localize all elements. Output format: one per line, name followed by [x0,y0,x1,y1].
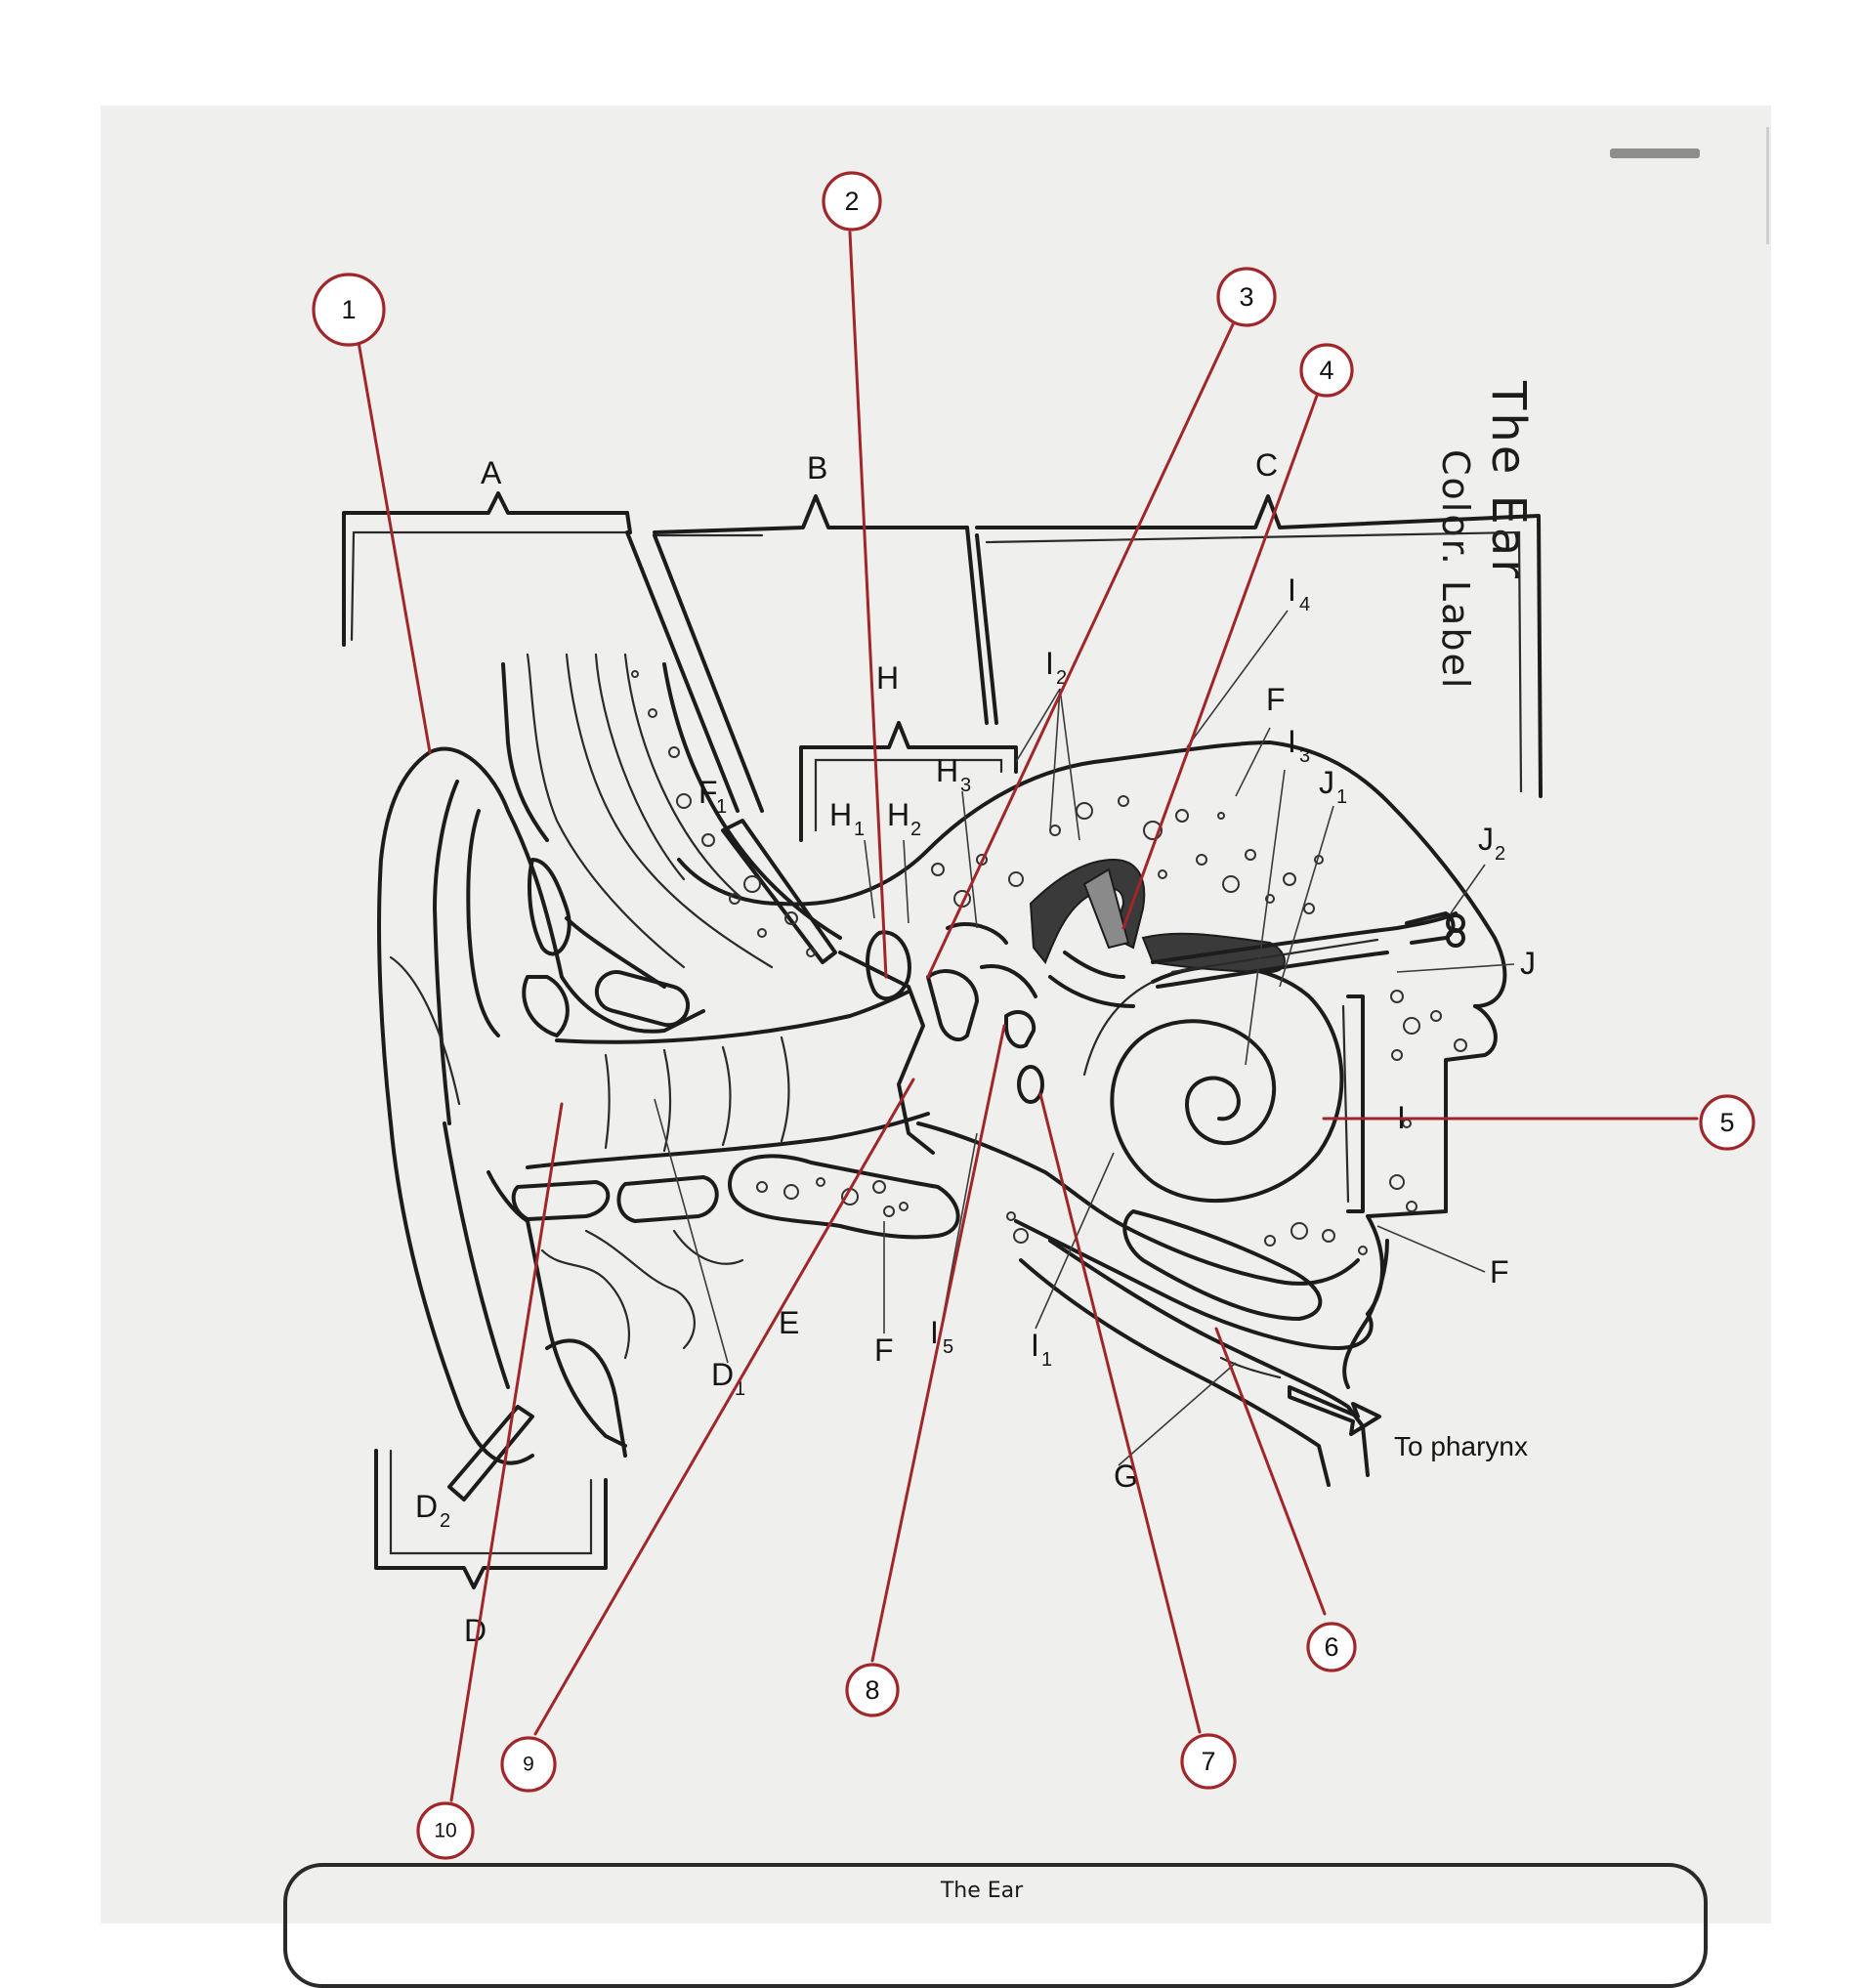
label-h2-sub: 2 [910,819,921,840]
marker-10: 10 [416,1801,475,1860]
label-j2-sub: 2 [1495,843,1505,865]
marker-8-text: 8 [865,1675,879,1705]
label-i5-sub: 5 [943,1336,953,1358]
marker-5: 5 [1699,1094,1755,1151]
label-d2: D [415,1489,438,1524]
label-i1: I [1031,1328,1039,1363]
region-labels: A B C H H 1 H 2 H 3 F 1 I 2 I 4 F I 3 J … [415,447,1536,1648]
label-j1-sub: 1 [1336,786,1347,808]
label-i4: I [1288,572,1296,608]
label-c: C [1255,447,1278,483]
label-j2: J [1478,822,1494,857]
label-h1-sub: 1 [854,819,865,840]
marker-7-text: 7 [1201,1747,1215,1776]
marker-5-text: 5 [1719,1108,1734,1137]
temporal-bone [677,740,1507,1487]
marker-3: 3 [1216,267,1277,327]
marker-9-text: 9 [523,1754,534,1776]
label-i2: I [1045,646,1054,681]
marker-4: 4 [1299,343,1354,398]
marker-9: 9 [500,1736,557,1793]
bracket-d [374,1449,608,1589]
label-d1: D [711,1357,734,1392]
ear-canal [526,990,930,1169]
marker-1-text: 1 [341,295,356,324]
marker-2-text: 2 [844,187,859,216]
label-f1: F [698,775,718,810]
label-a: A [481,455,502,490]
label-h: H [876,660,899,696]
label-f-top: F [1266,682,1286,717]
marker-1: 1 [312,273,386,347]
d2-arrow [447,1405,534,1502]
semicircular-canals [1029,858,1286,1008]
label-i2-sub: 2 [1056,667,1067,689]
label-f-right: F [1490,1254,1509,1290]
marker-6: 6 [1306,1622,1357,1672]
label-h2: H [887,797,909,832]
label-j: J [1520,946,1536,981]
worksheet-paper [101,106,1771,1924]
label-i1-sub: 1 [1041,1349,1052,1371]
bracket-i [1341,994,1365,1213]
letter-leaders [654,610,1515,1466]
bracket-h [799,721,1018,842]
label-j1: J [1319,765,1334,800]
label-f-bottom: F [874,1332,894,1368]
label-h1: H [829,797,852,832]
label-h3-sub: 3 [960,775,971,796]
marker-10-text: 10 [434,1820,456,1842]
upper-tissue [501,653,842,1037]
middle-ear [838,922,1044,1155]
marker-3-text: 3 [1239,282,1253,312]
scan-edge [1766,127,1769,244]
label-d1-sub: 1 [735,1378,745,1400]
marker-6-text: 6 [1324,1632,1338,1662]
marker-8: 8 [845,1663,900,1717]
label-h3: H [936,753,958,788]
label-e: E [779,1305,799,1340]
bone-cells [631,670,1467,1255]
footer-title: The Ear [940,1879,1024,1903]
label-i5: I [930,1315,939,1350]
red-leaders [357,231,1699,1802]
label-i3-sub: 3 [1299,745,1310,767]
scan-artifact [1610,148,1700,158]
label-f1-sub: 1 [716,796,727,818]
f1-arrow [721,819,837,964]
label-to-pharynx: To pharynx [1394,1431,1528,1461]
cochlea [1082,964,1344,1203]
pinna [377,746,705,1465]
pharynx-arrow [1288,1385,1381,1436]
lower-tissue [486,1154,960,1448]
label-b: B [807,450,827,486]
label-d2-sub: 2 [440,1510,450,1532]
ear-diagram: A B C H H 1 H 2 H 3 F 1 I 2 I 4 F I 3 J … [312,171,1755,1860]
label-i4-sub: 4 [1299,594,1310,615]
label-i3: I [1288,724,1296,759]
marker-7: 7 [1180,1733,1237,1790]
bracket-a [342,491,629,647]
marker-4-text: 4 [1319,356,1333,385]
marker-2: 2 [822,171,882,232]
bracket-b [625,494,969,537]
auditory-nerve [1151,911,1465,989]
